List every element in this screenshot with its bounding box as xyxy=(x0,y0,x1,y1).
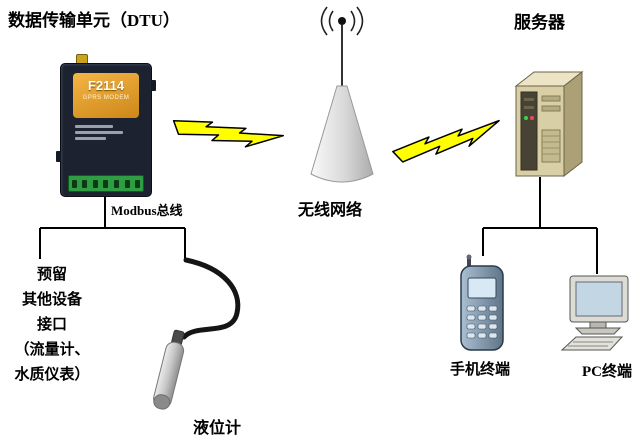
dtu-title: 数据传输单元（DTU） xyxy=(8,11,180,30)
dtu-small-print xyxy=(75,125,137,140)
phone-terminal-label: 手机终端 xyxy=(450,362,511,378)
monitor-neck xyxy=(589,321,607,329)
server-icon xyxy=(514,70,584,178)
lightning-bolt-left-icon xyxy=(172,119,285,148)
server-grill-lines xyxy=(542,135,560,155)
radio-wave-left-outer-icon xyxy=(320,6,328,36)
reserved-interface-label: 预留 其他设备 接口 （流量计、 水质仪表） xyxy=(14,267,90,383)
server-dark-panel xyxy=(520,91,538,171)
dtu-terminal-block xyxy=(68,175,144,192)
radio-wave-right-inner-icon xyxy=(350,10,356,32)
level-sensor-probe xyxy=(153,329,185,410)
pc-terminal-label: PC终端 xyxy=(582,364,632,380)
radio-wave-left-inner-icon xyxy=(328,10,334,32)
modbus-bus-label: Modbus总线 xyxy=(111,203,183,218)
dtu-mount-tab-left xyxy=(56,151,61,162)
dtu-front-label: F2114 GPRS MODEM xyxy=(73,73,139,118)
server-slot-2 xyxy=(524,106,534,109)
server-grill xyxy=(541,129,561,163)
lightning-bolt-right-icon xyxy=(392,119,500,163)
antenna-tip-icon xyxy=(338,17,346,25)
dtu-mount-tab-right xyxy=(151,80,156,91)
phone-keypad xyxy=(466,305,498,339)
dtu-model-text: F2114 xyxy=(87,78,125,93)
server-led-red xyxy=(530,116,534,120)
probe-tip xyxy=(153,394,171,410)
server-led-green xyxy=(524,116,528,120)
server-title: 服务器 xyxy=(514,13,565,32)
sensor-cable xyxy=(181,257,241,340)
monitor-base xyxy=(574,327,622,335)
radio-wave-right-outer-icon xyxy=(356,6,364,36)
phone-icon xyxy=(460,254,504,351)
antenna-cone xyxy=(310,85,374,183)
monitor-screen xyxy=(575,281,623,317)
phone-antenna-tip xyxy=(466,254,472,260)
wireless-network-label: 无线网络 xyxy=(298,202,363,219)
keyboard-key-lines xyxy=(568,341,613,347)
phone-device xyxy=(457,254,509,359)
wireless-tower xyxy=(310,6,374,183)
dtu-body: F2114 GPRS MODEM xyxy=(56,63,156,197)
phone-antenna xyxy=(467,256,471,268)
phone-screen xyxy=(467,277,497,299)
server-side-face xyxy=(563,70,583,178)
dtu-type-text: GPRS MODEM xyxy=(82,95,130,101)
dtu-device: F2114 GPRS MODEM xyxy=(56,54,156,197)
server-bay-2 xyxy=(541,105,561,112)
modbus-bus-lines xyxy=(39,196,186,262)
pc-icon xyxy=(560,275,629,351)
pc-device xyxy=(560,274,636,363)
server-bay-1 xyxy=(541,95,561,102)
server-device xyxy=(512,68,586,185)
server-slot-1 xyxy=(524,98,534,101)
level-sensor-label: 液位计 xyxy=(193,420,242,437)
server-terminal-lines xyxy=(482,177,598,274)
keyboard xyxy=(560,336,624,351)
